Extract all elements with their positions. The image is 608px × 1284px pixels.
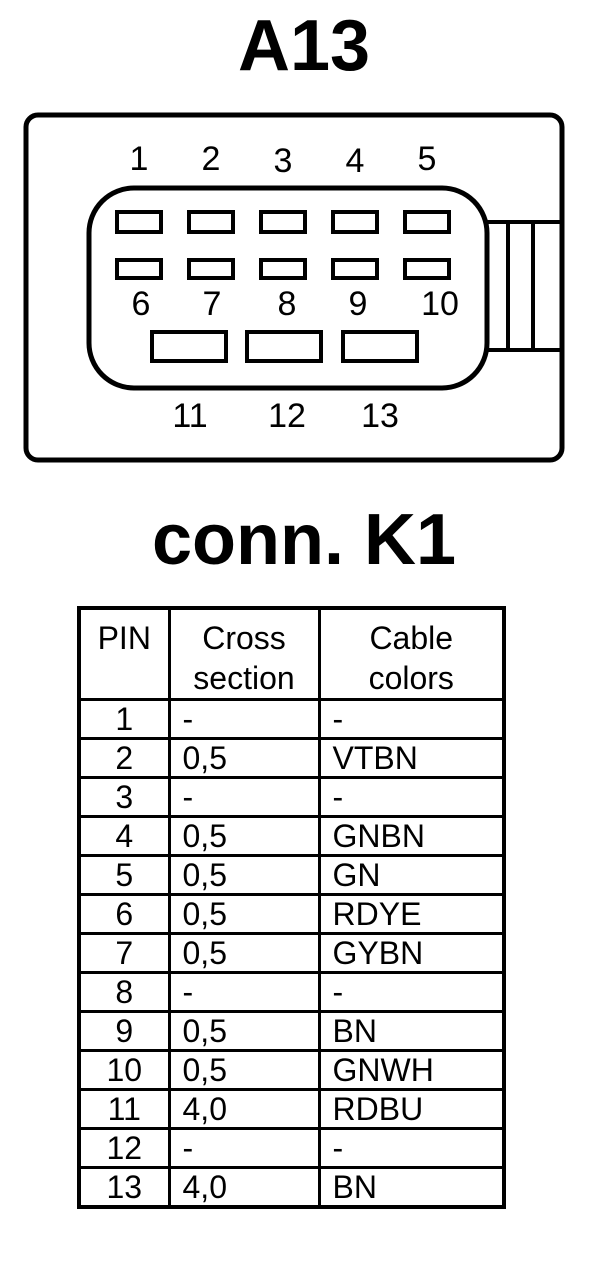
cross-section-cell: 0,5 <box>167 932 321 974</box>
cross-section-cell: 0,5 <box>167 1049 321 1091</box>
pin-label-8: 8 <box>278 285 297 323</box>
pin-label-2: 2 <box>202 140 221 178</box>
header-cable-colors: Cable colors <box>317 606 506 701</box>
cross-section-cell: 0,5 <box>167 737 321 779</box>
table-header-row: PIN Cross section Cable colors <box>77 606 506 701</box>
pin-slot-9 <box>331 258 379 280</box>
table-row: 1-- <box>77 698 506 740</box>
cross-section-cell: 4,0 <box>167 1166 321 1209</box>
pin-slot-12 <box>245 330 323 363</box>
pin-label-10: 10 <box>421 285 459 323</box>
connector-diagram: 1 2 3 4 5 6 7 8 9 10 11 12 13 <box>23 112 565 463</box>
pin-slot-4 <box>331 210 379 234</box>
cable-color-cell: GN <box>317 854 506 896</box>
pin-slot-2 <box>187 210 235 234</box>
pin-label-12: 12 <box>268 397 306 435</box>
pin-slot-3 <box>259 210 307 234</box>
cross-section-cell: - <box>167 1127 321 1169</box>
pin-cell: 4 <box>77 815 171 857</box>
pin-cell: 8 <box>77 971 171 1013</box>
cross-section-cell: 0,5 <box>167 1010 321 1052</box>
pin-cell: 13 <box>77 1166 171 1209</box>
cable-color-cell: BN <box>317 1166 506 1209</box>
cable-color-cell: - <box>317 971 506 1013</box>
cable-color-cell: - <box>317 1127 506 1169</box>
pin-cell: 1 <box>77 698 171 740</box>
table-row: 8-- <box>77 971 506 1013</box>
table-row: 12-- <box>77 1127 506 1169</box>
header-pin: PIN <box>77 606 171 701</box>
pin-slot-5 <box>403 210 451 234</box>
cable-color-cell: RDBU <box>317 1088 506 1130</box>
pin-row-top <box>115 210 451 234</box>
pin-label-5: 5 <box>418 140 437 178</box>
connector-face <box>86 185 490 391</box>
pin-slot-1 <box>115 210 163 234</box>
header-cross-section-line-1: Cross <box>202 620 286 656</box>
cable-color-cell: BN <box>317 1010 506 1052</box>
table-row: 3-- <box>77 776 506 818</box>
cross-section-cell: 0,5 <box>167 893 321 935</box>
pin-label-4: 4 <box>346 142 365 180</box>
pin-slot-11 <box>150 330 228 363</box>
pin-slot-13 <box>341 330 419 363</box>
header-cable-colors-line-2: colors <box>368 660 454 696</box>
pin-cell: 11 <box>77 1088 171 1130</box>
table-title: conn. K1 <box>151 500 457 580</box>
pin-label-9: 9 <box>349 285 368 323</box>
pin-cell: 6 <box>77 893 171 935</box>
pin-label-3: 3 <box>274 142 293 180</box>
cable-color-cell: RDYE <box>317 893 506 935</box>
pin-row-bottom <box>150 330 419 363</box>
pin-label-11: 11 <box>172 397 207 435</box>
cross-section-cell: 4,0 <box>167 1088 321 1130</box>
connector-title: A13 <box>237 6 371 86</box>
header-cross-section-line-2: section <box>193 660 295 696</box>
cross-section-cell: - <box>167 698 321 740</box>
pin-row-middle <box>115 258 451 280</box>
pin-cell: 9 <box>77 1010 171 1052</box>
cross-section-cell: 0,5 <box>167 815 321 857</box>
pin-label-13: 13 <box>361 397 399 435</box>
cross-section-cell: 0,5 <box>167 854 321 896</box>
cable-color-cell: GYBN <box>317 932 506 974</box>
cross-section-cell: - <box>167 971 321 1013</box>
pin-cell: 5 <box>77 854 171 896</box>
pin-cell: 2 <box>77 737 171 779</box>
pin-slot-8 <box>259 258 307 280</box>
cable-color-cell: - <box>317 698 506 740</box>
pin-slot-10 <box>403 258 451 280</box>
pin-cell: 12 <box>77 1127 171 1169</box>
header-cross-section: Cross section <box>167 606 321 701</box>
pin-label-7: 7 <box>203 285 222 323</box>
cable-color-cell: GNBN <box>317 815 506 857</box>
cable-color-cell: VTBN <box>317 737 506 779</box>
connector-latch <box>480 220 564 352</box>
header-pin-line: PIN <box>97 620 151 656</box>
cable-color-cell: - <box>317 776 506 818</box>
cross-section-cell: - <box>167 776 321 818</box>
pin-slot-6 <box>115 258 163 280</box>
cable-color-cell: GNWH <box>317 1049 506 1091</box>
pin-slot-7 <box>187 258 235 280</box>
pin-label-6: 6 <box>132 285 151 323</box>
pin-label-1: 1 <box>130 140 149 178</box>
pin-cell: 7 <box>77 932 171 974</box>
header-cable-colors-line-1: Cable <box>369 620 454 656</box>
pin-cell: 3 <box>77 776 171 818</box>
pin-cell: 10 <box>77 1049 171 1091</box>
